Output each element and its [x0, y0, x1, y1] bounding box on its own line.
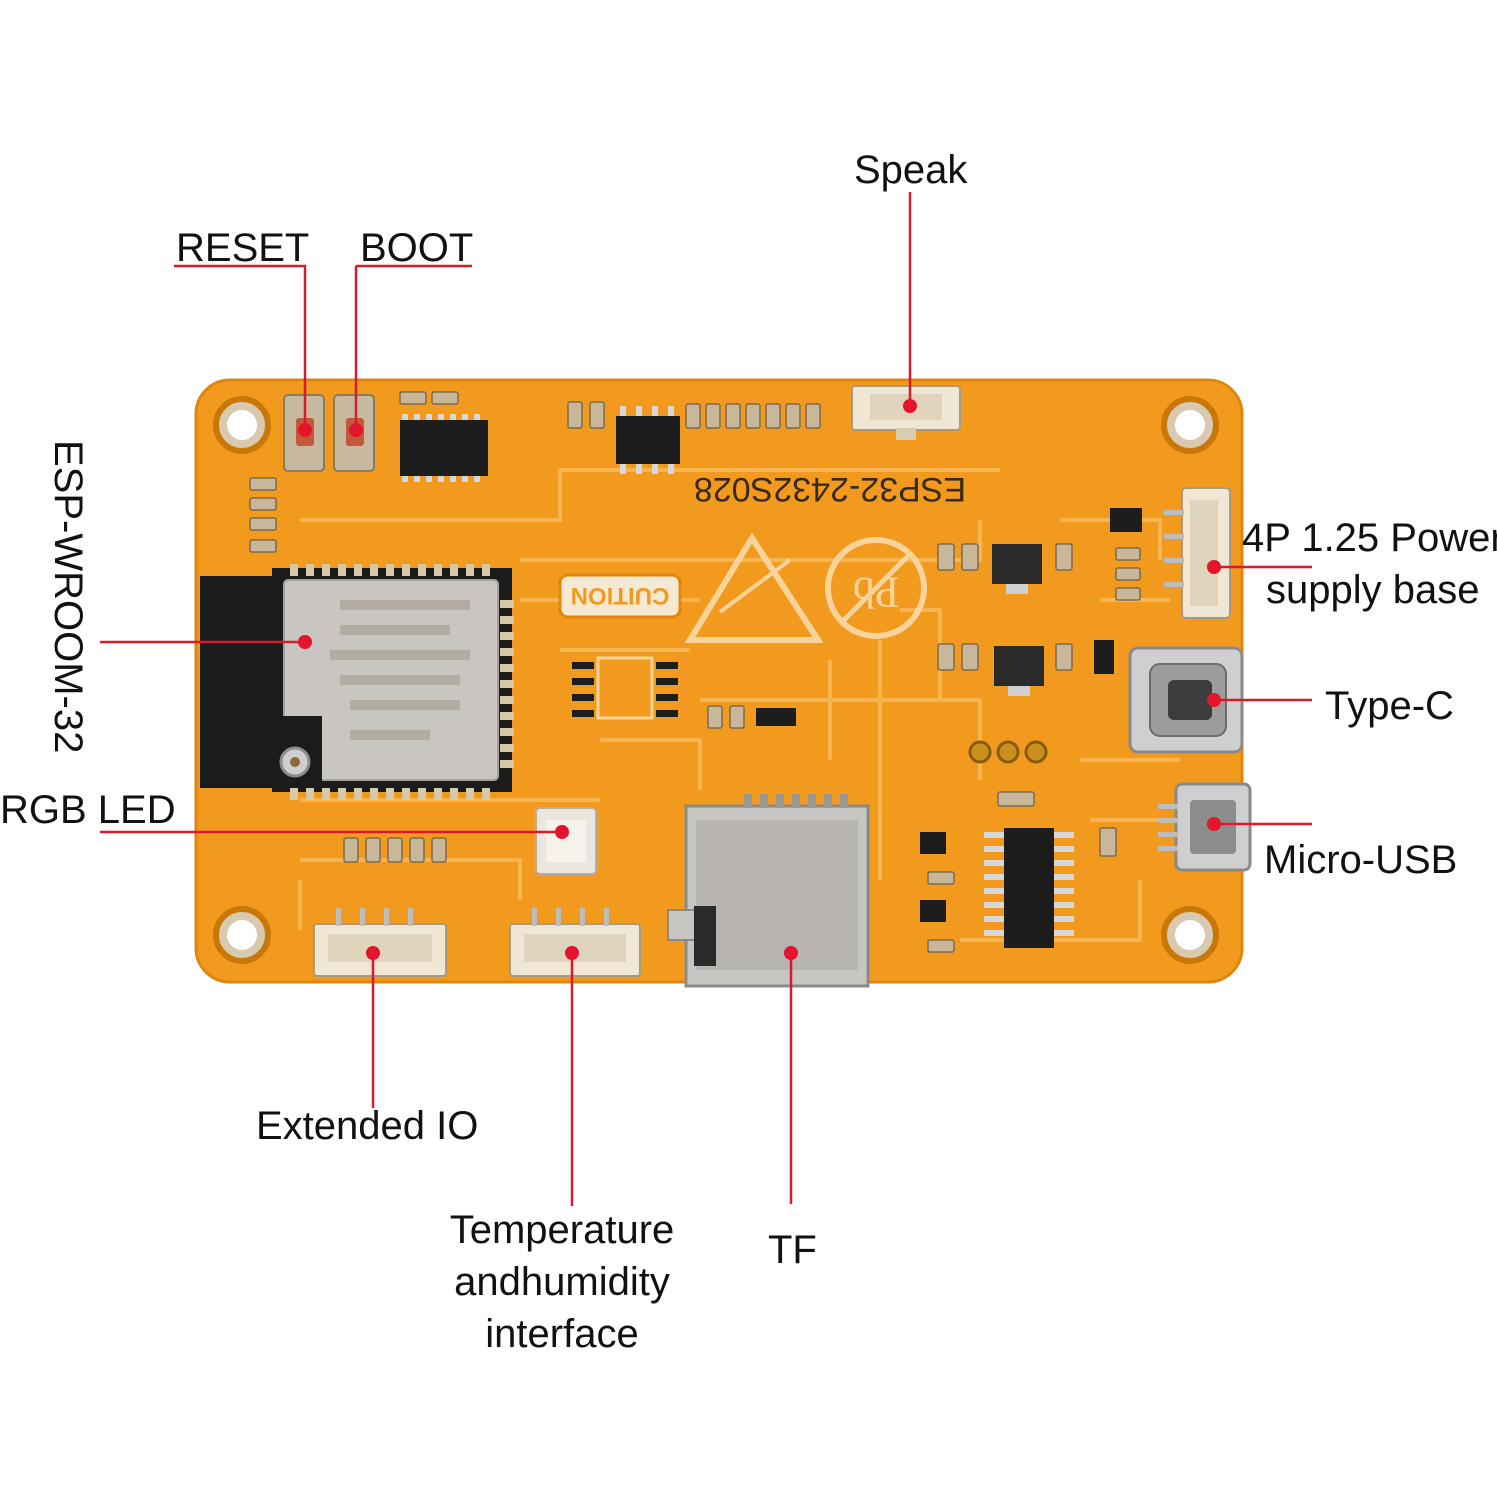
- leader-reset: [174, 264, 307, 428]
- chip-xpt2046: [400, 420, 488, 476]
- regulator-caps: [707, 543, 1141, 729]
- mounting-holes: [213, 396, 1219, 964]
- type-c-port-part: [1128, 646, 1244, 754]
- dot-esp: [298, 635, 312, 649]
- esd-warning-symbol: [684, 532, 824, 643]
- diode: [1094, 640, 1114, 674]
- model-silkscreen: ESP32-2432S028: [694, 470, 966, 508]
- tf-card-slot-part: [667, 794, 870, 988]
- label-temp-line1: Temperature: [449, 1208, 675, 1252]
- label-rgb-led: RGB LED: [0, 788, 176, 832]
- rgb-led-part: [535, 807, 597, 875]
- transistor-t1: [920, 832, 946, 854]
- dot-power: [1207, 560, 1221, 574]
- chip-u4: [572, 656, 678, 720]
- dot-temp: [565, 946, 579, 960]
- dot-boot: [349, 423, 363, 437]
- test-pads: [968, 740, 1048, 764]
- left-passives: [249, 477, 277, 553]
- dot-rgb: [555, 825, 569, 839]
- brand-logo-box: [558, 573, 682, 619]
- chip-audio-amp: [616, 416, 680, 464]
- dot-reset: [298, 423, 312, 437]
- chip-ch340: [984, 828, 1074, 948]
- label-speak: Speak: [854, 148, 968, 192]
- dot-extio: [366, 946, 380, 960]
- label-micro-usb: Micro-USB: [1264, 838, 1458, 882]
- leader-lines: [100, 192, 1312, 1206]
- label-temp-line2: andhumidity: [454, 1260, 670, 1304]
- power-connector-part: [1164, 487, 1231, 619]
- label-temp-line3: interface: [485, 1312, 639, 1356]
- voltage-regulator-2: [994, 646, 1044, 696]
- transistor-t2: [920, 900, 946, 922]
- label-esp-wroom-32: ESP-WROOM-32: [46, 440, 90, 754]
- target-dots: [298, 399, 1221, 960]
- module-antenna-block: [200, 576, 282, 788]
- extended-io-connector-part: [313, 908, 447, 977]
- dot-tf: [784, 946, 798, 960]
- dot-microusb: [1207, 817, 1221, 831]
- bottom-left-passives: [343, 791, 1117, 953]
- label-boot: BOOT: [360, 226, 474, 270]
- voltage-regulator-1: [992, 544, 1042, 594]
- label-tf: TF: [768, 1228, 817, 1272]
- top-passives: [399, 391, 821, 429]
- lead-free-symbol: [825, 537, 927, 639]
- leader-boot: [354, 264, 472, 428]
- label-extended-io: Extended IO: [256, 1104, 479, 1148]
- pb-text: Pb: [853, 568, 899, 617]
- transistor-q: [1110, 508, 1142, 532]
- label-reset: RESET: [176, 226, 310, 270]
- dot-speak: [903, 399, 917, 413]
- label-power-line1: 4P 1.25 Power: [1242, 516, 1497, 560]
- label-power-line2: supply base: [1266, 568, 1480, 612]
- dot-typec: [1207, 693, 1221, 707]
- brand-logo-text: CUITION: [571, 582, 670, 609]
- label-type-c: Type-C: [1325, 684, 1454, 728]
- resistor-103: [756, 708, 796, 726]
- esp32-module-part: [272, 564, 514, 800]
